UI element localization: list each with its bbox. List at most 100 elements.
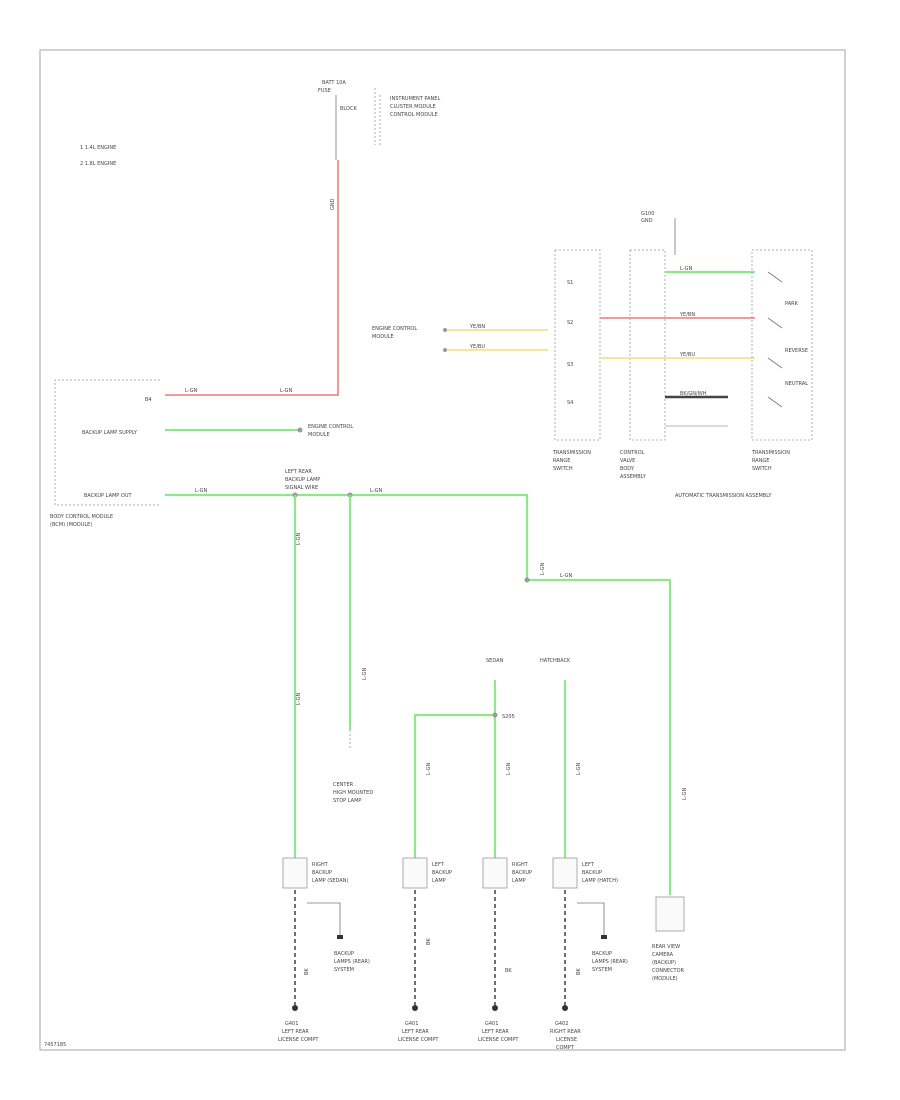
svg-text:LAMPS (REAR): LAMPS (REAR): [334, 959, 370, 965]
svg-text:RIGHT: RIGHT: [312, 862, 329, 868]
svg-text:G401: G401: [485, 1021, 498, 1027]
transmission-range-switch-contacts: PARK REVERSE NEUTRAL TRANSMISSION RANGE …: [751, 249, 813, 472]
branch-right-lamp-sedan: L-GN L-GN: [293, 495, 302, 858]
svg-text:CAMERA: CAMERA: [652, 952, 674, 958]
svg-text:LEFT REAR: LEFT REAR: [402, 1029, 429, 1035]
svg-text:ENGINE CONTROL: ENGINE CONTROL: [372, 326, 417, 332]
bcm-module: B4 BACKUP LAMP SUPPLY BACKUP LAMP OUT BO…: [50, 379, 160, 528]
svg-text:TRANSMISSION: TRANSMISSION: [552, 450, 591, 456]
diagram-frame: [39, 49, 846, 1051]
lamp-left-hatch: LEFT BACKUP LAMP (HATCH): [552, 857, 618, 889]
svg-text:RANGE: RANGE: [553, 458, 570, 464]
trans-assembly-label: AUTOMATIC TRANSMISSION ASSEMBLY: [675, 493, 772, 499]
legend-item: 2 1.8L ENGINE: [80, 161, 116, 167]
ground-g401-a: BK G401 LEFT REAR LICENSE COMPT: [278, 890, 319, 1043]
svg-text:BACKUP LAMP: BACKUP LAMP: [285, 477, 320, 483]
svg-text:G402: G402: [555, 1021, 568, 1027]
svg-text:L-GN: L-GN: [506, 762, 512, 775]
svg-text:L-GN: L-GN: [540, 562, 546, 575]
fuse-label: BLOCK: [340, 106, 357, 112]
svg-text:BODY: BODY: [620, 466, 635, 472]
ground-g401-c: BK G401 LEFT REAR LICENSE COMPT: [478, 890, 519, 1043]
svg-text:LEFT: LEFT: [432, 862, 445, 868]
svg-text:BK: BK: [576, 968, 582, 975]
svg-text:(MODULE): (MODULE): [652, 976, 678, 982]
svg-text:LAMP (SEDAN): LAMP (SEDAN): [312, 878, 348, 884]
svg-text:SWITCH: SWITCH: [752, 466, 772, 472]
svg-text:MODULE: MODULE: [372, 334, 394, 340]
svg-text:BACKUP: BACKUP: [512, 870, 532, 876]
svg-text:PARK: PARK: [785, 301, 799, 307]
svg-text:(BCM) (MODULE): (BCM) (MODULE): [50, 522, 92, 528]
branch-sedan-hatch: SEDAN HATCHBACK S205 L-GN L-GN L-GN: [413, 658, 582, 858]
svg-text:NEUTRAL: NEUTRAL: [785, 381, 808, 387]
fuse-label: BATT 10A: [322, 80, 346, 86]
svg-text:L-GN: L-GN: [280, 388, 293, 394]
transmission-range-switch: S1 S2 S3 S4 TRANSMISSION RANGE SWITCH: [552, 249, 601, 472]
svg-text:B4: B4: [145, 397, 152, 403]
svg-text:YE/BU: YE/BU: [679, 352, 695, 358]
svg-text:YE/BN: YE/BN: [469, 324, 485, 330]
svg-text:MODULE: MODULE: [308, 432, 330, 438]
ground-g402: BK G402 RIGHT REAR LICENSE COMPT: [550, 890, 582, 1051]
legend-item: 1 1.4L ENGINE: [80, 145, 116, 151]
fuse-label: FUSE: [318, 88, 331, 94]
green-trunk-wire: L-GN L-GN L-GN LEFT REAR BACKUP LAMP SIG…: [165, 469, 688, 895]
svg-text:RANGE: RANGE: [752, 458, 769, 464]
svg-text:BACKUP: BACKUP: [432, 870, 452, 876]
svg-text:LICENSE: LICENSE: [556, 1037, 577, 1043]
svg-text:CONTROL: CONTROL: [620, 450, 645, 456]
svg-text:L-GN: L-GN: [560, 573, 573, 579]
svg-text:LAMP (HATCH): LAMP (HATCH): [582, 878, 618, 884]
red-supply-wire: GND L-GN L-GN: [165, 160, 339, 396]
backup-camera: REAR VIEW CAMERA (BACKUP) CONNECTOR (MOD…: [652, 896, 685, 982]
svg-text:L-GN: L-GN: [296, 692, 302, 705]
lamp-right-sedan: RIGHT BACKUP LAMP (SEDAN): [282, 857, 348, 889]
svg-text:G401: G401: [405, 1021, 418, 1027]
svg-text:RIGHT: RIGHT: [512, 862, 529, 868]
svg-text:RIGHT REAR: RIGHT REAR: [550, 1029, 581, 1035]
svg-text:L-GN: L-GN: [370, 488, 383, 494]
svg-text:L-GN: L-GN: [296, 532, 302, 545]
svg-text:LAMP: LAMP: [432, 878, 446, 884]
svg-text:COMPT: COMPT: [556, 1045, 575, 1051]
trs-internal-wires: L-GN YE/BN YE/BU BK/GN/WH: [600, 266, 755, 427]
svg-text:REVERSE: REVERSE: [785, 348, 808, 354]
svg-text:YE/BN: YE/BN: [679, 312, 695, 318]
svg-text:SIGNAL WIRE: SIGNAL WIRE: [285, 485, 318, 491]
lamp-right: RIGHT BACKUP LAMP: [482, 857, 532, 889]
page-code: 7457185: [44, 1042, 66, 1048]
svg-text:L-GN: L-GN: [576, 762, 582, 775]
svg-text:S4: S4: [567, 400, 573, 406]
branch-chmsl: L-GN CENTER HIGH MOUNTED STOP LAMP: [333, 495, 373, 804]
svg-text:LAMPS (REAR): LAMPS (REAR): [592, 959, 628, 965]
svg-text:GND: GND: [641, 218, 653, 224]
svg-text:LICENSE COMPT: LICENSE COMPT: [478, 1037, 519, 1043]
svg-text:LEFT REAR: LEFT REAR: [282, 1029, 309, 1035]
ecm-link-wire: ENGINE CONTROL MODULE: [165, 424, 353, 438]
svg-text:S1: S1: [567, 280, 573, 286]
svg-text:L-GN: L-GN: [362, 667, 368, 680]
svg-text:SEDAN: SEDAN: [486, 658, 504, 664]
svg-text:S2: S2: [567, 320, 573, 326]
svg-text:REAR VIEW: REAR VIEW: [652, 944, 680, 950]
trs-ecm-connector: ENGINE CONTROL MODULE YE/BN YE/BU: [372, 324, 548, 352]
control-valve-body: CONTROL VALVE BODY ASSEMBLY G100 GND: [620, 211, 676, 480]
lamp-link-left-hatch: BACKUP LAMPS (REAR) SYSTEM: [577, 902, 628, 973]
svg-text:BK: BK: [426, 938, 432, 945]
svg-text:S205: S205: [502, 714, 515, 720]
svg-text:SWITCH: SWITCH: [553, 466, 573, 472]
ipc-label: CONTROL MODULE: [390, 112, 438, 118]
svg-text:ENGINE CONTROL: ENGINE CONTROL: [308, 424, 353, 430]
svg-text:L-GN: L-GN: [185, 388, 198, 394]
svg-text:L-GN: L-GN: [682, 787, 688, 800]
fuse-block: BATT 10A FUSE BLOCK INSTRUMENT PANEL CLU…: [318, 80, 440, 160]
svg-text:YE/BU: YE/BU: [469, 344, 485, 350]
svg-text:G100: G100: [641, 211, 654, 217]
bcm-pin-label: BACKUP LAMP OUT: [84, 493, 132, 499]
lamp-link-right-sedan: BACKUP LAMPS (REAR) SYSTEM: [307, 902, 370, 973]
svg-text:BACKUP: BACKUP: [582, 870, 602, 876]
svg-text:TRANSMISSION: TRANSMISSION: [751, 450, 790, 456]
svg-text:VALVE: VALVE: [620, 458, 635, 464]
svg-text:HATCHBACK: HATCHBACK: [540, 658, 571, 664]
